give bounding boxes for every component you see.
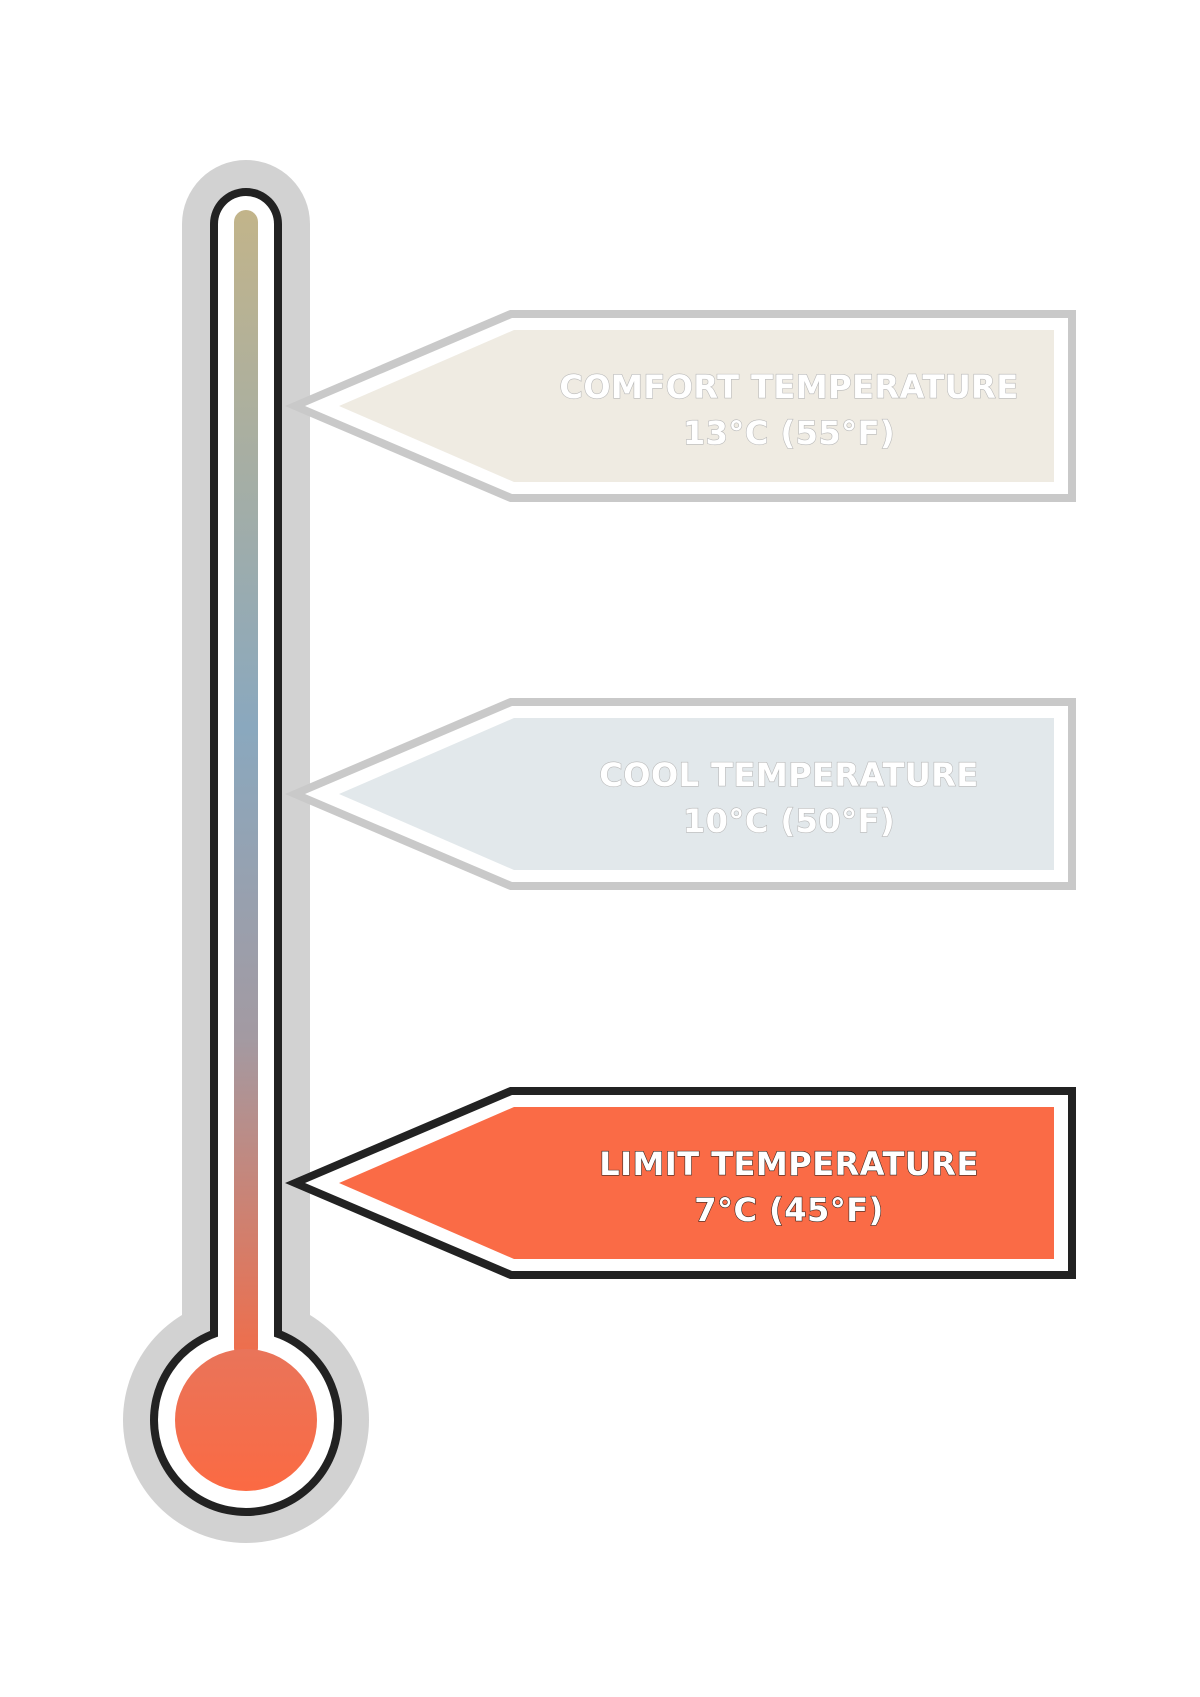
temperature-markers: COMFORT TEMPERATURE 13°C (55°F) COOL TEMPE…: [285, 310, 1076, 1279]
marker-fill: [339, 718, 1054, 870]
marker-value: 13°C (55°F): [683, 414, 895, 452]
marker-comfort-temperature: COMFORT TEMPERATURE 13°C (55°F): [285, 310, 1076, 502]
thermometer-tube-fill: [234, 210, 258, 1360]
marker-limit-temperature: LIMIT TEMPERATURE 7°C (45°F): [285, 1087, 1076, 1279]
marker-title: COMFORT TEMPERATURE: [559, 368, 1018, 406]
marker-fill: [339, 1107, 1054, 1259]
marker-value: 10°C (50°F): [683, 802, 895, 840]
marker-value: 7°C (45°F): [694, 1191, 884, 1229]
marker-cool-temperature: COOL TEMPERATURE 10°C (50°F): [285, 698, 1076, 890]
marker-title: COOL TEMPERATURE: [599, 756, 979, 794]
thermometer-bulb: [175, 1349, 317, 1491]
marker-title: LIMIT TEMPERATURE: [599, 1145, 979, 1183]
marker-fill: [339, 330, 1054, 482]
thermometer: [123, 160, 369, 1543]
